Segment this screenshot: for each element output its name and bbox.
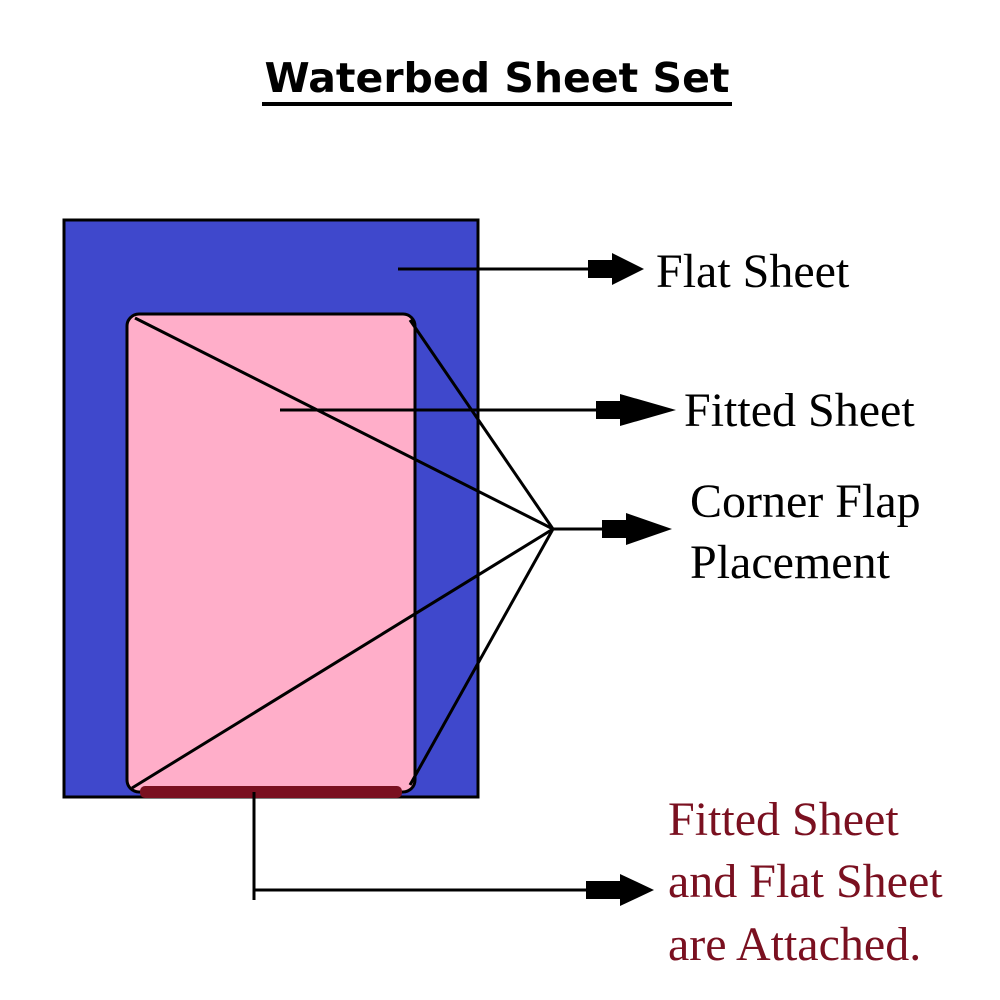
attached-label-line1: Fitted Sheet (668, 793, 899, 846)
corner-flap-line-top-right (408, 319, 555, 530)
attached-arrow-shaft (586, 881, 622, 899)
attached-pointer (252, 792, 590, 900)
corner-flap-line-top-left (134, 316, 554, 531)
fitted-sheet-arrow-icon (620, 394, 676, 426)
fitted-sheet-label: Fitted Sheet (684, 384, 915, 437)
corner-flap-label-line2: Placement (690, 536, 891, 589)
corner-flap-line-bottom-right (408, 528, 555, 786)
attached-label-line2: and Flat Sheet (668, 855, 943, 908)
diagram-title: Waterbed Sheet Set (265, 54, 730, 102)
corner-flap-label-line1: Corner Flap (690, 475, 921, 528)
attached-arrow-icon (620, 874, 654, 906)
attached-label-line3: are Attached. (668, 918, 921, 971)
flat-sheet-label: Flat Sheet (656, 245, 850, 298)
flat-sheet-arrow-icon (612, 253, 644, 285)
flat-sheet-pointer (398, 253, 644, 285)
corner-flap-arrow-icon (626, 513, 672, 545)
corner-flap-lines (131, 316, 555, 790)
corner-flap-line-bottom-left (131, 527, 554, 790)
fitted-sheet-pointer (280, 394, 676, 426)
corner-flap-pointer (553, 513, 672, 545)
attached-seam (140, 786, 402, 798)
